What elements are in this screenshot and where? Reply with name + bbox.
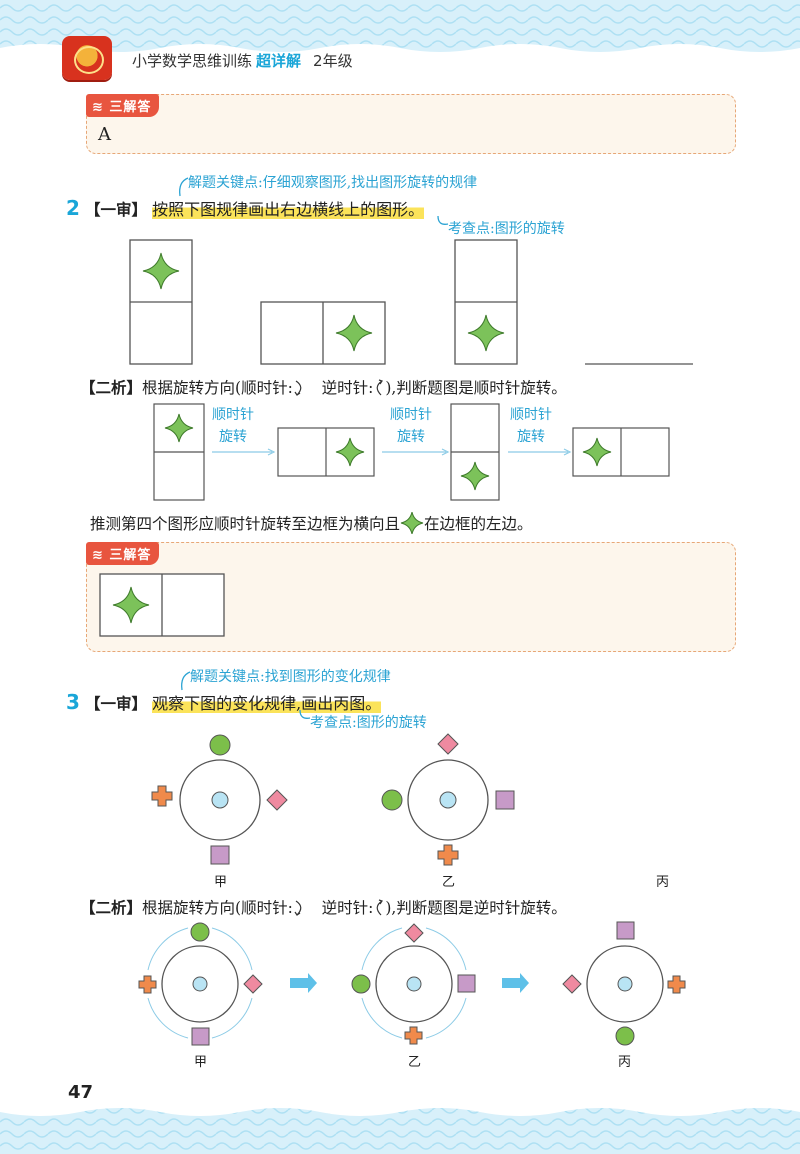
pink-diamond-icon (243, 974, 263, 994)
answer-box-1 (86, 94, 736, 154)
star-icon (112, 586, 150, 624)
q2-figure-3 (454, 239, 518, 365)
arrow-label-1: 顺时针旋转 (212, 407, 254, 445)
q2-question: 按照下图规律画出右边横线上的图形。 (152, 200, 425, 219)
q2-rotation-sequence (153, 403, 670, 501)
curve-arrow-icon (299, 709, 311, 719)
q2-figure-2 (260, 301, 386, 365)
right-arrow-icon (290, 973, 317, 993)
header-title: 小学数学思维训练 (132, 52, 253, 70)
orange-cross-icon (151, 785, 173, 807)
q3-key-note: 解题关键点:找到图形的变化规律 (181, 666, 391, 691)
orange-cross-icon (667, 975, 686, 994)
q2-key-note: 解题关键点:仔细观察图形,找出图形旋转的规律 (179, 172, 477, 197)
pink-diamond-icon (404, 923, 424, 943)
seq-figure-2 (277, 427, 375, 477)
purple-square-icon (616, 921, 635, 940)
q3-analysis: 【二析】根据旋转方向(顺时针: 逆时针:),判断题图是逆时针旋转。 (80, 899, 567, 917)
label-yi: 乙 (442, 875, 456, 890)
answer-1-text: A (98, 124, 111, 145)
purple-square-icon (191, 1027, 210, 1046)
star-icon (400, 511, 424, 535)
q2-analysis: 【二析】根据旋转方向(顺时针: 逆时针:),判断题图是顺时针旋转。 (80, 379, 567, 397)
top-wave-banner (0, 0, 800, 58)
bottom-label-yi: 乙 (408, 1055, 422, 1070)
bold-arrow-1 (290, 973, 317, 993)
green-circle-icon (190, 922, 210, 942)
orange-cross-icon (404, 1026, 423, 1045)
q3-tag-analyze: 【二析】 (80, 899, 143, 917)
bottom-wave-banner (0, 1102, 800, 1154)
q3-figures (151, 733, 515, 866)
answer-2-figure (99, 573, 225, 637)
header-grade: 2年级 (313, 52, 353, 70)
green-circle-icon (381, 789, 403, 811)
wave-icon: ≋ (92, 548, 110, 563)
answer-tag: ≋ 三解答 (86, 542, 160, 565)
arrow-label-2: 顺时针旋转 (390, 407, 432, 445)
curve-arrow-icon (437, 215, 449, 225)
right-arrow-icon (502, 973, 529, 993)
bottom-label-bing: 丙 (618, 1055, 632, 1070)
q2-line: 2 【一审】 按照下图规律画出右边横线上的图形。 (66, 196, 425, 220)
pink-diamond-icon (266, 789, 288, 811)
green-circle-icon (209, 734, 231, 756)
clockwise-arrow-icon (294, 900, 302, 916)
q3-figure-yi (381, 733, 515, 866)
q3-exam-note: 考查点:图形的旋转 (299, 709, 427, 732)
q3-figure-jia (151, 734, 288, 865)
seq-figure-3 (450, 403, 500, 501)
arrow-label-3: 顺时针旋转 (510, 407, 552, 445)
seq-figure-4 (572, 427, 670, 477)
bottom-figure-yi (351, 923, 476, 1045)
green-circle-icon (351, 974, 371, 994)
wave-icon: ≋ (92, 100, 110, 115)
seq-arrow-2 (382, 448, 450, 456)
counterclockwise-arrow-icon (376, 899, 384, 916)
orange-cross-icon (437, 844, 459, 866)
q2-conclusion: 推测第四个图形应顺时针旋转至边框为横向且在边框的左边。 (90, 511, 533, 535)
orange-cross-icon (138, 975, 157, 994)
q2-tag-analyze: 【二析】 (80, 379, 143, 397)
book-logo (62, 36, 112, 80)
label-jia: 甲 (214, 875, 228, 890)
purple-square-icon (210, 845, 230, 865)
bottom-figure-jia (138, 922, 263, 1046)
seq-arrow-3 (508, 448, 572, 456)
bottom-figure-bing (562, 921, 686, 1046)
q3-question: 观察下图的变化规律,画出丙图。 (152, 694, 382, 713)
q3-tag-review: 【一审】 (85, 695, 148, 713)
label-bing: 丙 (656, 875, 670, 890)
bottom-label-jia: 甲 (194, 1055, 208, 1070)
q2-figure-1 (129, 239, 193, 365)
q2-exam-note: 考查点:图形的旋转 (437, 215, 565, 238)
curve-arrow-icon (181, 671, 191, 691)
q3-number: 3 (66, 690, 80, 714)
q2-figures (129, 239, 693, 365)
header-highlight: 超详解 (256, 52, 302, 70)
pink-diamond-icon (562, 974, 582, 994)
purple-square-icon (457, 974, 476, 993)
q2-number: 2 (66, 196, 80, 220)
page-number: 47 (68, 1082, 94, 1103)
page-header: 小学数学思维训练超详解 2年级 (132, 50, 353, 71)
bold-arrow-2 (502, 973, 529, 993)
counterclockwise-arrow-icon (376, 379, 384, 396)
q3-line: 3 【一审】 观察下图的变化规律,画出丙图。 (66, 690, 382, 714)
q2-tag-review: 【一审】 (85, 201, 148, 219)
seq-arrow-1 (212, 448, 276, 456)
answer-tag: ≋ 三解答 (86, 94, 160, 117)
pink-diamond-icon (437, 733, 459, 755)
curve-arrow-icon (179, 177, 189, 197)
purple-square-icon (495, 790, 515, 810)
q3-rotation-sequence (138, 921, 686, 1046)
green-circle-icon (615, 1026, 635, 1046)
seq-figure-1 (153, 403, 205, 501)
clockwise-arrow-icon (294, 380, 302, 396)
